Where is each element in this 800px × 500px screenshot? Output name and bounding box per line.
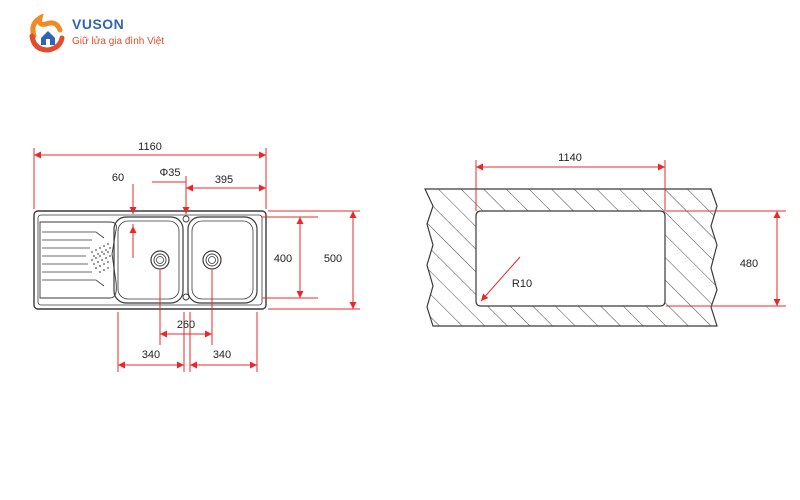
cutout-dimensions — [475, 160, 786, 307]
label-tap-hole-diameter: Φ35 — [159, 167, 180, 179]
label-cutout-width: 480 — [740, 258, 758, 270]
label-corner-radius: R10 — [512, 278, 532, 290]
drainer-grooves — [42, 231, 105, 287]
countertop-hatched-area — [424, 188, 718, 327]
tap-hole — [182, 215, 190, 223]
drainer-perforations — [91, 243, 111, 273]
brand-tagline: Giữ lửa gia đình Việt — [72, 36, 165, 47]
label-waste-spacing: 260 — [177, 319, 195, 331]
left-bowl-inner — [117, 220, 180, 300]
drainer-tray — [39, 221, 117, 299]
sink-dimension-labels: 1160 60 Φ35 395 400 500 260 340 340 — [112, 141, 342, 361]
label-cutout-length: 1140 — [558, 152, 582, 164]
sink-top-view — [33, 210, 267, 310]
cutout-dimension-labels: 1140 480 R10 — [512, 152, 758, 290]
right-waste-outlet — [202, 250, 222, 270]
sink-dimensions — [33, 148, 360, 372]
vuson-logo: VUSON Giữ lửa gia đình Việt — [26, 14, 226, 58]
sink-outer-rim — [33, 210, 267, 310]
right-bowl-inner — [191, 220, 254, 300]
countertop-cutout-view — [424, 188, 718, 327]
flame-house-logo-icon — [29, 14, 65, 53]
label-overall-length: 1160 — [138, 141, 162, 153]
brand-name: VUSON — [72, 16, 125, 32]
overflow-hole — [182, 293, 190, 301]
label-overall-width: 500 — [324, 253, 342, 265]
label-bowl-width-left: 340 — [142, 349, 160, 361]
label-bowl-width-right: 340 — [213, 349, 231, 361]
label-tap-to-edge: 395 — [215, 174, 233, 186]
sink-inner-rim — [37, 214, 263, 306]
right-bowl-outer — [187, 216, 258, 304]
left-waste-outlet — [150, 250, 170, 270]
label-drainer-offset: 60 — [112, 172, 124, 184]
left-bowl-outer — [113, 216, 184, 304]
label-bowl-depth: 400 — [274, 253, 292, 265]
